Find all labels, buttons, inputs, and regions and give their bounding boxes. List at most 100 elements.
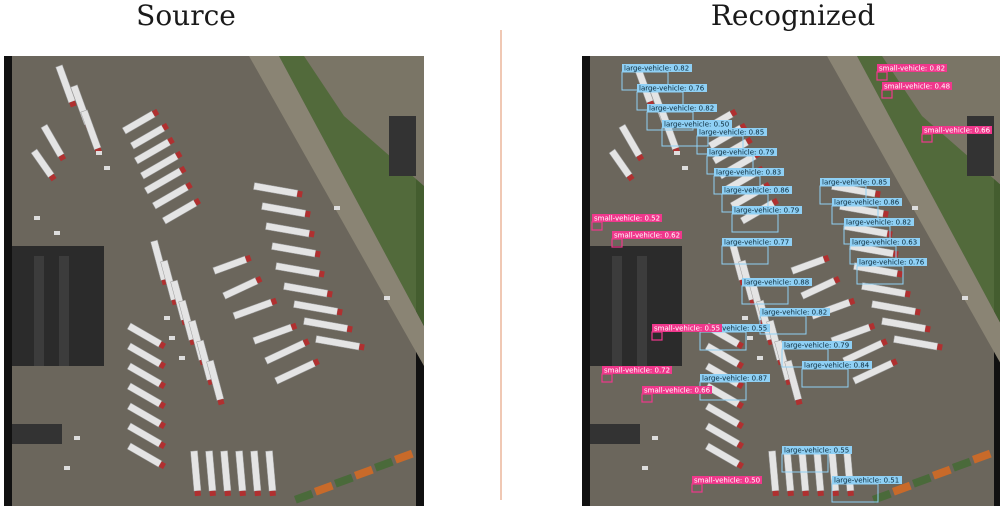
detection-label: small-vehicle: 0.55 [654,325,720,333]
corner-building [967,116,994,176]
detection-label-bg [760,308,830,316]
truck [222,275,263,300]
truck [813,450,825,497]
small-vehicle-detection: small-vehicle: 0.48 [881,82,952,99]
truck [893,335,943,351]
detection-label: large-vehicle: 0.76 [859,259,925,267]
truck [129,122,170,150]
truck [40,123,67,162]
detection-label-bg [697,128,767,136]
detection-label: small-vehicle: 0.50 [694,477,760,485]
detection-label: small-vehicle: 0.66 [924,127,991,135]
truck [784,359,803,406]
car [54,231,60,235]
car [747,336,753,340]
small-vehicle-detection: small-vehicle: 0.66 [641,386,712,403]
truck [126,422,167,450]
rail-car [374,457,394,472]
detection-label-bg [622,64,692,72]
truck [161,197,202,225]
detection-label-bg [802,361,872,369]
image-border-left [582,56,590,506]
detection-label-bg [662,120,732,128]
car [64,466,70,470]
detection-label-bg [612,231,682,239]
truck [220,450,232,497]
rail-car [313,481,334,496]
truck [253,182,303,198]
small-building [590,424,640,444]
detection-label-bg [782,341,852,349]
large-vehicle-detection: large-vehicle: 0.51 [831,476,902,503]
detection-label-bg [592,214,662,222]
detection-label-bg [857,258,927,266]
roof-vent [59,256,69,366]
detection-label-bg [832,476,902,484]
truck [126,362,167,390]
large-vehicle-detection: large-vehicle: 0.77 [721,238,792,265]
detection-label-bg [732,206,802,214]
truck [790,254,830,275]
detection-label: large-vehicle: 0.79 [709,149,774,157]
rail-car [892,481,912,496]
large-vehicle-detection: large-vehicle: 0.55 [781,446,852,473]
car [912,206,918,210]
detection-label: small-vehicle: 0.66 [644,387,711,395]
detection-label-bg [700,374,770,382]
small-vehicle-detection: small-vehicle: 0.52 [591,214,662,231]
car [104,166,110,170]
detection-label: large-vehicle: 0.79 [784,342,849,350]
truck [126,402,167,430]
truck [274,358,320,385]
truck [126,342,167,370]
truck [232,297,278,320]
car [34,216,40,220]
corner-building [389,116,416,176]
truck [704,382,745,410]
detection-label: large-vehicle: 0.82 [624,65,689,73]
truck [783,450,795,497]
detection-label-bg [647,104,717,112]
warehouse-building [12,246,104,366]
small-vehicle-detection: small-vehicle: 0.66 [921,126,992,143]
truck [55,64,77,108]
source-aerial-image [4,56,424,506]
detection-label: large-vehicle: 0.88 [744,279,809,287]
car [74,436,80,440]
car [164,316,170,320]
rail-car [334,473,354,488]
detection-label: large-vehicle: 0.50 [664,121,729,129]
truck [205,450,217,497]
car [96,151,102,155]
roof-vent [34,256,44,366]
detection-label: large-vehicle: 0.82 [649,105,714,113]
source-title: Source [136,0,236,32]
recognized-aerial-image: large-vehicle: 0.82 large-vehicle: 0.76 la… [582,56,1000,506]
rail-car [912,473,932,488]
truck [250,450,262,497]
truck [235,450,247,497]
car [742,316,748,320]
car [757,356,763,360]
recognized-title: Recognized [710,0,876,32]
truck [704,422,745,450]
detection-label-bg [882,82,952,90]
rail-car [393,449,414,464]
detection-label-bg [707,148,777,156]
detection-label-bg [714,168,784,176]
large-vehicle-detection: large-vehicle: 0.50 [661,120,732,147]
detection-label: large-vehicle: 0.77 [724,239,789,247]
detection-label: small-vehicle: 0.48 [884,83,950,91]
car [384,296,390,300]
truck [283,282,333,298]
detection-label: large-vehicle: 0.51 [834,477,899,485]
large-vehicle-detection: large-vehicle: 0.55 [699,324,770,351]
car [674,151,680,155]
truck [861,282,911,298]
detection-label: large-vehicle: 0.82 [846,219,911,227]
car [179,356,185,360]
detection-label: large-vehicle: 0.76 [639,85,705,93]
detection-label: large-vehicle: 0.82 [762,309,827,317]
truck [293,300,343,316]
detection-label: small-vehicle: 0.82 [879,65,945,73]
